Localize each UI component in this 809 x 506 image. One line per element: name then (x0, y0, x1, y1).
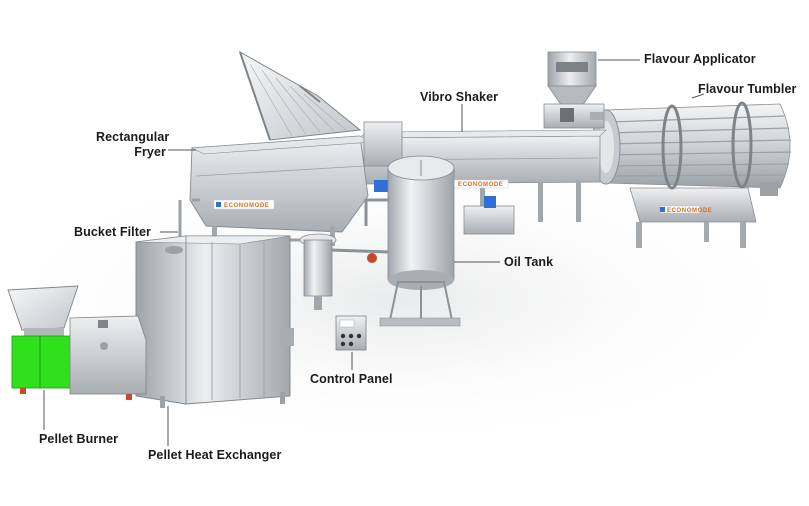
label-control-panel: Control Panel (310, 372, 393, 386)
label-pellet-heat-exchanger: Pellet Heat Exchanger (148, 448, 282, 462)
label-bucket-filter: Bucket Filter (74, 225, 152, 239)
pellet-burner (7, 285, 147, 400)
flavour-tumbler: ECONOMODE (591, 101, 792, 248)
label-oil-tank: Oil Tank (504, 255, 554, 269)
rectangular-fryer: ECONOMODE (189, 50, 403, 246)
shaker-brand-mark: ECONOMODE (458, 182, 503, 188)
oil-tank (329, 155, 461, 327)
label-rectangular-fryer-line2: Fryer (134, 145, 166, 159)
pellet-heat-exchanger (135, 235, 294, 408)
label-flavour-applicator: Flavour Applicator (644, 52, 756, 66)
fryer-brand-mark: ECONOMODE (224, 203, 269, 209)
flavour-applicator (543, 51, 605, 129)
label-rectangular-fryer: Rectangular Fryer (96, 130, 170, 160)
tumbler-brand-mark: ECONOMODE (667, 208, 712, 214)
label-pellet-burner: Pellet Burner (39, 432, 119, 446)
control-panel-unit (335, 315, 367, 351)
label-rectangular-fryer-line1: Rectangular (96, 130, 170, 144)
leader-lines (43, 59, 705, 446)
label-vibro-shaker: Vibro Shaker (420, 90, 499, 104)
label-flavour-tumbler: Flavour Tumbler (698, 82, 797, 96)
